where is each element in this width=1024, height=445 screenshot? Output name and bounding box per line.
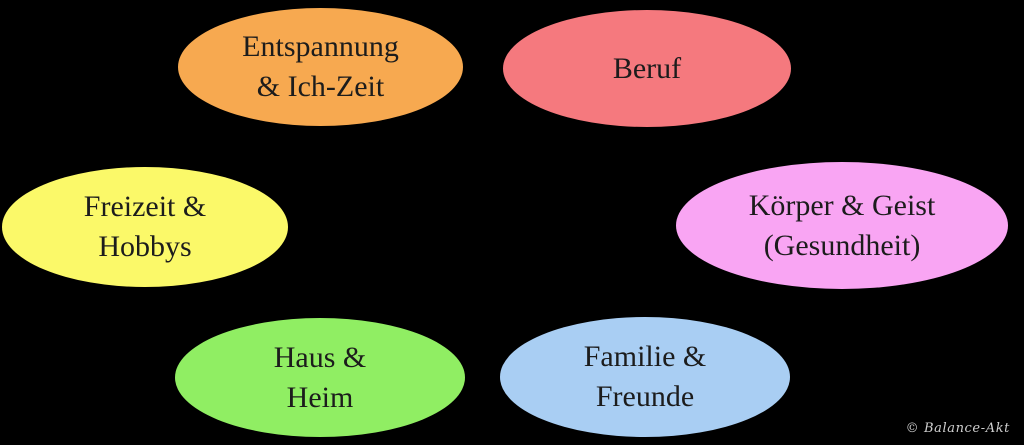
ellipse-label-line: Heim xyxy=(286,380,354,414)
ellipse-label-line: (Gesundheit) xyxy=(763,228,921,262)
ellipse-haus-heim: Haus & Heim xyxy=(175,318,465,437)
ellipse-label-line: & Ich-Zeit xyxy=(256,70,385,103)
ellipse-label-line: Freizeit & xyxy=(83,190,207,224)
ellipse-koerper-geist: Körper & Geist (Gesundheit) xyxy=(676,162,1008,289)
ellipse-label-line: Hobbys xyxy=(98,230,192,263)
ellipse-label-line: Entspannung xyxy=(242,30,399,64)
copyright-watermark: © Balance-Akt xyxy=(905,421,1010,436)
ellipse-label-line: Beruf xyxy=(612,51,682,85)
ellipse-freizeit-hobbys: Freizeit & Hobbys xyxy=(2,167,288,287)
ellipse-entspannung-ich-zeit: Entspannung & Ich-Zeit xyxy=(178,8,463,126)
ellipse-label-line: Körper & Geist xyxy=(748,188,936,222)
ellipse-beruf: Beruf xyxy=(503,10,791,127)
ellipse-label-line: Freunde xyxy=(595,380,695,413)
ellipse-label-line: Familie & xyxy=(583,340,707,374)
ellipse-label-line: Haus & xyxy=(273,340,367,374)
ellipse-familie-freunde: Familie & Freunde xyxy=(500,317,790,437)
